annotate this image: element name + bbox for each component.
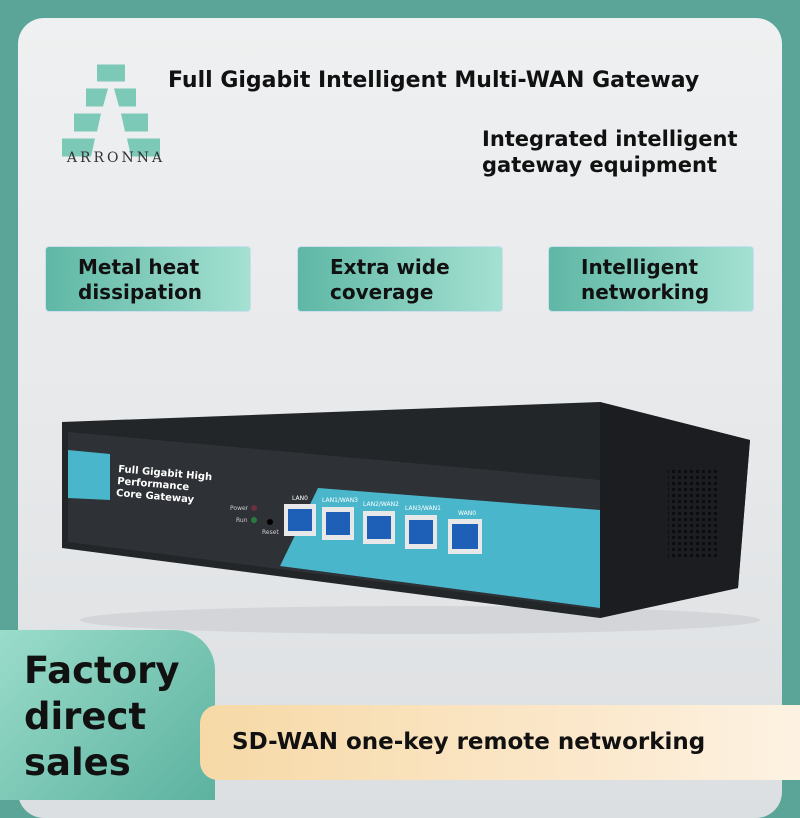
svg-text:LAN0: LAN0 — [292, 495, 308, 502]
brand-name: ARRONNA — [66, 150, 166, 166]
sdwan-strip: SD-WAN one-key remote networking — [200, 705, 800, 780]
page-title: Full Gigabit Intelligent Multi-WAN Gatew… — [168, 68, 700, 93]
vent-grille — [668, 470, 720, 560]
port-lan2-wan2: LAN2/WAN2 — [363, 501, 399, 544]
gateway-device-image: Full Gigabit HighPerformanceCore Gateway… — [62, 402, 760, 634]
led-label-run: Run — [236, 517, 248, 524]
arronna-logo — [62, 64, 160, 157]
port-lan1-wan3: LAN1/WAN3 — [322, 497, 358, 540]
port-lan3-wan1: LAN3/WAN1 — [405, 505, 441, 549]
power-led — [251, 505, 257, 511]
strip-text: SD-WAN one-key remote networking — [232, 729, 706, 755]
port-lan0: LAN0 — [284, 495, 316, 536]
feature-badge: Extra wide coverage — [297, 246, 503, 312]
svg-text:LAN1/WAN3: LAN1/WAN3 — [322, 497, 358, 504]
run-led — [251, 517, 257, 523]
feature-badge: Metal heat dissipation — [45, 246, 251, 312]
svg-text:WAN0: WAN0 — [458, 510, 476, 517]
port-wan0: WAN0 — [448, 510, 482, 554]
reset-button[interactable] — [267, 519, 273, 525]
svg-text:LAN3/WAN1: LAN3/WAN1 — [405, 505, 441, 512]
feature-badge: Intelligent networking — [548, 246, 754, 312]
factory-direct-panel: Factory direct sales — [0, 630, 215, 800]
led-label-power: Power — [230, 505, 249, 512]
page-subtitle: Integrated intelligent gateway equipment — [482, 127, 738, 177]
svg-text:LAN2/WAN2: LAN2/WAN2 — [363, 501, 399, 508]
corner-text: Factory direct sales — [24, 649, 180, 784]
reset-label: Reset — [262, 529, 279, 536]
